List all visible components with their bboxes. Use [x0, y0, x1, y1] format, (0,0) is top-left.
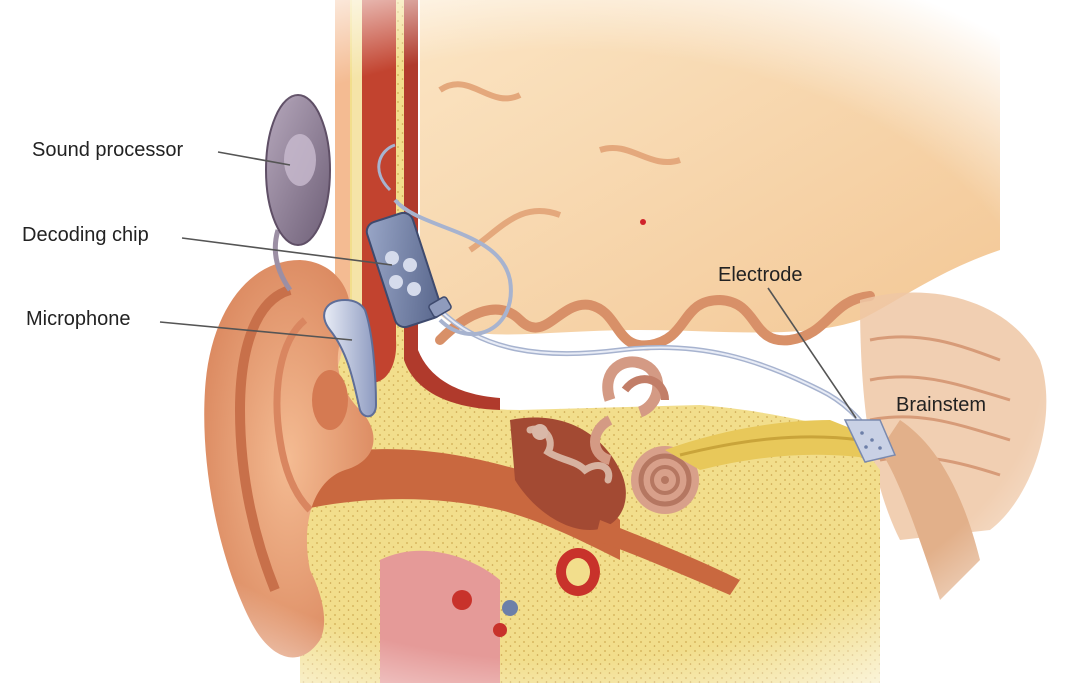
label-sound-processor: Sound processor	[32, 139, 184, 161]
label-decoding-chip: Decoding chip	[22, 224, 149, 246]
label-microphone: Microphone	[26, 308, 131, 330]
label-electrode: Electrode	[718, 264, 803, 286]
circular-watermark-icon	[974, 582, 1046, 654]
label-brainstem: Brainstem	[896, 394, 987, 416]
leader-lines	[159, 151, 857, 419]
